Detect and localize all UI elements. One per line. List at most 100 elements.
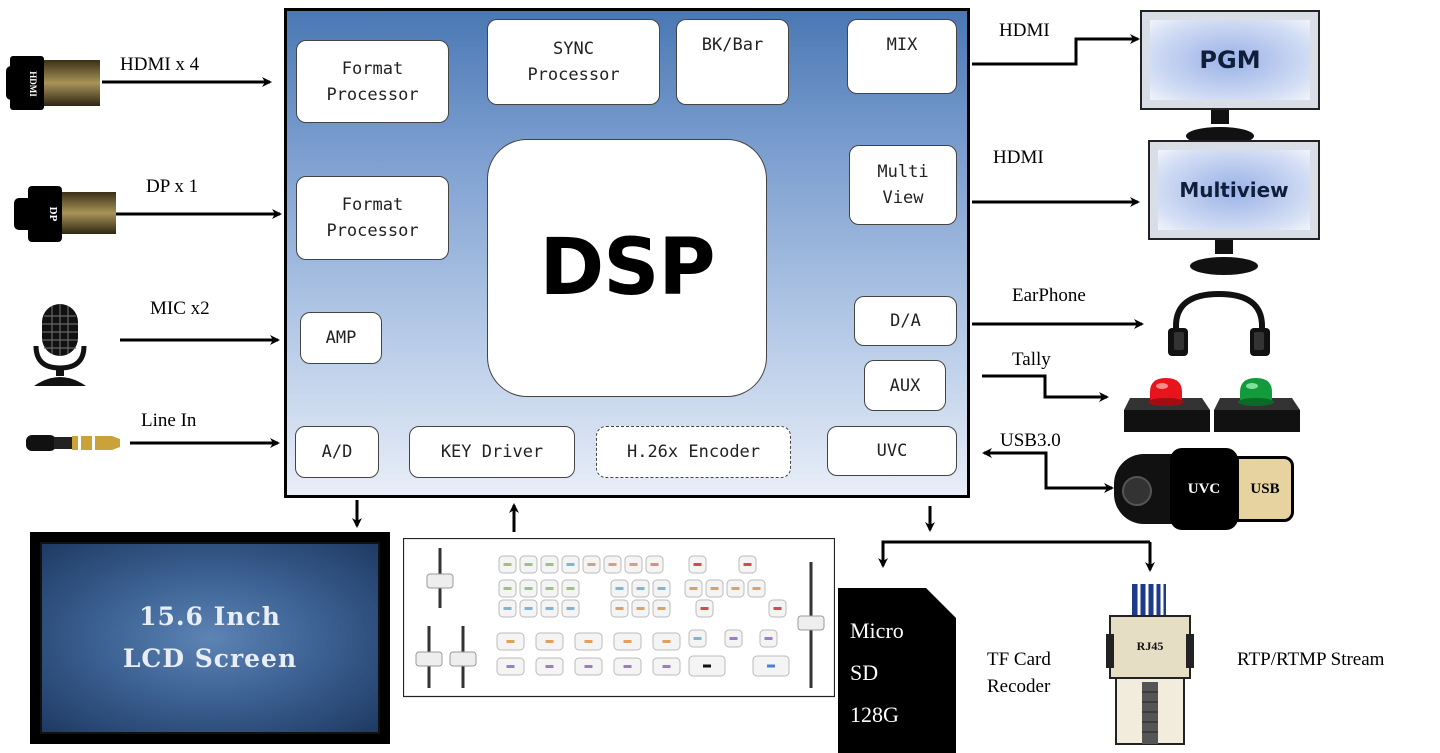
format-processor-1: Format Processor [296, 40, 449, 123]
keypad-key-indicator [693, 637, 702, 640]
keypad-key-indicator [615, 587, 624, 590]
lcd-line2: LCD Screen [122, 644, 298, 673]
keypad-key-indicator [729, 637, 738, 640]
keypad-key-indicator [731, 587, 740, 590]
dp-connector-label: DP [47, 207, 59, 222]
uvc-dongle-label: UVC [1187, 480, 1221, 497]
keypad-key-indicator [767, 664, 775, 668]
dp-connector-icon: DP [14, 186, 116, 242]
keypad-key-indicator [503, 587, 512, 590]
fader-knob [449, 651, 477, 667]
microphone-icon [33, 304, 87, 386]
mix-block: MIX [847, 19, 957, 94]
keypad-key-indicator [752, 587, 761, 590]
aux-block: AUX [864, 360, 946, 411]
keypad-key-indicator [608, 563, 617, 566]
usb-dongle: UVC USB [1114, 448, 1294, 530]
keypad-key-indicator [629, 563, 638, 566]
dsp-core: DSP [487, 139, 767, 397]
keypad-key-indicator [764, 637, 773, 640]
keypad-key-indicator [615, 607, 624, 610]
keypad-key-indicator [545, 587, 554, 590]
earphone-label: EarPhone [1012, 285, 1086, 306]
keypad-key-indicator [524, 607, 533, 610]
keypad-key-indicator [524, 587, 533, 590]
keypad-key-indicator [503, 607, 512, 610]
pgm-monitor: PGM [1140, 10, 1320, 146]
sync-processor: SYNC Processor [487, 19, 660, 105]
rj45-connector-label: RJ45 [1137, 639, 1164, 653]
control-keypad [403, 538, 835, 698]
keypad-key-indicator [503, 563, 512, 566]
keypad-key-indicator [689, 587, 698, 590]
keypad-key-indicator [506, 640, 515, 643]
keypad-key-indicator [566, 607, 575, 610]
line-in-label: Line In [141, 410, 197, 431]
keypad-key-indicator [743, 563, 752, 566]
fader-knob [415, 651, 443, 667]
bk-bar-block: BK/Bar [676, 19, 789, 105]
tf-card-label-line2: Recoder [987, 676, 1051, 697]
usb3-label: USB3.0 [1000, 430, 1061, 451]
dp-input-label: DP x 1 [146, 176, 199, 197]
multi-view-block: Multi View [849, 145, 957, 225]
rtp-rtmp-stream-label: RTP/RTMP Stream [1237, 649, 1385, 670]
keypad-key-indicator [587, 563, 596, 566]
keypad-key-indicator [636, 587, 645, 590]
format-processor-2: Format Processor [296, 176, 449, 260]
dsp-core-label: DSP [539, 223, 715, 313]
keypad-key-indicator [623, 640, 632, 643]
hdmi-connector-icon: HDMI [6, 56, 100, 110]
key-driver-block: KEY Driver [409, 426, 575, 478]
multiview-hdmi-label: HDMI [993, 147, 1044, 168]
keypad-key-indicator [636, 607, 645, 610]
sd-line3: 128G [850, 702, 899, 727]
keypad-key-indicator [566, 563, 575, 566]
tf-card-label-line1: TF Card [987, 649, 1051, 670]
keypad-key-indicator [584, 640, 593, 643]
keypad-key-indicator [703, 664, 711, 668]
tally-label: Tally [1012, 349, 1051, 370]
keypad-key-indicator [545, 563, 554, 566]
rj45-connector-icon: RJ45 [1106, 584, 1194, 745]
keypad-key-indicator [545, 665, 554, 668]
keypad-key-indicator [584, 665, 593, 668]
hdmi-connector-label: HDMI [28, 71, 38, 97]
keypad-key-indicator [662, 665, 671, 668]
lcd-line1: 15.6 Inch [139, 602, 281, 631]
fader-knob [797, 615, 825, 631]
keypad-key-indicator [623, 665, 632, 668]
keypad-key-indicator [773, 607, 782, 610]
keypad-key-indicator [700, 607, 709, 610]
usb-bidir-arrow [982, 448, 1114, 493]
keypad-key-indicator [524, 563, 533, 566]
keypad-key-indicator [662, 640, 671, 643]
keypad-key-indicator [650, 563, 659, 566]
a-d-block: A/D [295, 426, 379, 478]
line-in-jack-icon [26, 435, 120, 451]
keypad-key-indicator [657, 607, 666, 610]
mic-input-label: MIC x2 [150, 298, 210, 319]
pgm-out-arrow [972, 34, 1140, 66]
fader-knob [426, 573, 454, 589]
pgm-screen-text: PGM [1199, 46, 1261, 74]
keypad-key-indicator [710, 587, 719, 590]
amp-block: AMP [300, 312, 382, 364]
sd-card-arrow [878, 540, 1150, 568]
multiview-monitor: Multiview [1148, 140, 1320, 275]
hdmi-input-label: HDMI x 4 [120, 54, 200, 75]
headphone-icon [1168, 290, 1270, 356]
tally-green-light-icon [1214, 378, 1300, 432]
multiview-monitor-stand-icon [1190, 240, 1258, 275]
keypad-key-indicator [657, 587, 666, 590]
lcd-screen: 15.6 Inch LCD Screen [30, 532, 390, 744]
micro-sd-card-icon: Micro SD 128G [838, 588, 956, 753]
keypad-key-indicator [545, 607, 554, 610]
multiview-screen-text: Multiview [1179, 178, 1289, 202]
keypad-key-indicator [506, 665, 515, 668]
tally-red-light-icon [1124, 378, 1210, 432]
usb-dongle-label: USB [1250, 480, 1280, 497]
uvc-block: UVC [827, 426, 957, 476]
keypad-key-indicator [545, 640, 554, 643]
